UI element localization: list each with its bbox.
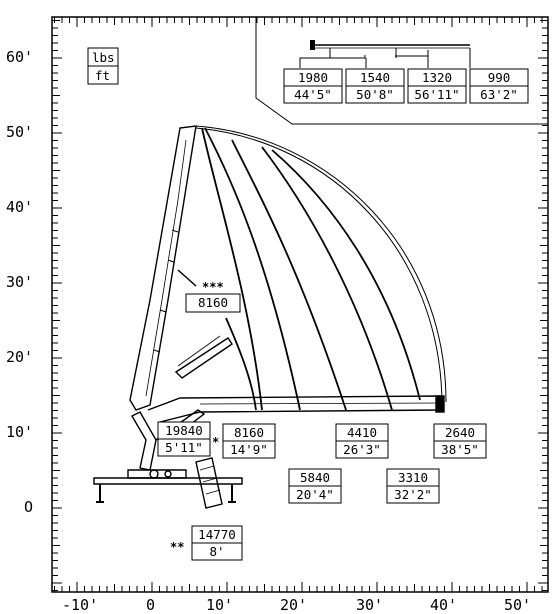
capacity-box-r2-reach: 20'4"	[296, 487, 334, 502]
x-axis-labels: -10' 0 10' 20' 30' 40' 50'	[62, 596, 531, 614]
capacity-box-double-star-load: 14770	[198, 527, 236, 542]
x-tick-minus10: -10'	[62, 596, 98, 614]
curve-2	[204, 127, 301, 411]
extension-panel: 1980 44'5" 1540 50'8" 1320 56'11" 990 63'2"	[255, 17, 548, 125]
y-tick-60: 60'	[6, 48, 33, 66]
capacity-box-r2: 5840 20'4"	[288, 468, 342, 504]
y-axis-labels: 60' 50' 40' 30' 20' 10' O	[6, 48, 33, 516]
capacity-box-r5-load: 2640	[445, 425, 475, 440]
curve-3	[231, 139, 347, 411]
extension-box-3-reach: 56'11"	[414, 87, 459, 102]
capacity-box-r5-reach: 38'5"	[441, 442, 479, 457]
capacity-box-r4-reach: 32'2"	[394, 487, 432, 502]
capacity-box-r3-reach: 26'3"	[343, 442, 381, 457]
load-curves	[177, 125, 447, 411]
capacity-marker-triple-star: ***	[202, 280, 224, 294]
capacity-box-r3: 4410 26'3"	[335, 423, 389, 459]
capacity-box-r3-load: 4410	[347, 425, 377, 440]
extension-box-1-reach: 44'5"	[294, 87, 332, 102]
capacity-box-r4-load: 3310	[398, 470, 428, 485]
extension-box-4-load: 990	[488, 70, 511, 85]
jib-icon	[299, 40, 471, 68]
x-tick-0: 0	[146, 596, 155, 614]
x-tick-50: 50'	[504, 596, 531, 614]
capacity-box-r1-reach: 14'9"	[230, 442, 268, 457]
extension-box-1: 1980 44'5"	[283, 68, 343, 104]
triple-star-pointer	[177, 269, 197, 287]
units-legend: lbs ft	[87, 47, 119, 85]
capacity-box-r5: 2640 38'5"	[433, 423, 487, 459]
extension-box-1-load: 1980	[298, 70, 328, 85]
x-tick-20: 20'	[280, 596, 307, 614]
capacity-box-r4: 3310 32'2"	[386, 468, 440, 504]
curve-4	[261, 146, 393, 411]
unit-length: ft	[95, 68, 110, 83]
curve-outer-2	[195, 125, 447, 403]
y-tick-50: 50'	[6, 123, 33, 141]
capacity-box-base: 19840 5'11"	[157, 421, 211, 457]
curve-1	[201, 127, 263, 411]
capacity-marker-base: *	[212, 435, 219, 449]
curve-outer	[195, 127, 443, 403]
extension-box-3-load: 1320	[422, 70, 452, 85]
x-tick-30: 30'	[356, 596, 383, 614]
capacity-box-r2-load: 5840	[300, 470, 330, 485]
capacity-box-double-star-reach: 8'	[209, 544, 224, 559]
x-tick-10: 10'	[206, 596, 233, 614]
unit-load: lbs	[92, 50, 115, 65]
capacity-box-double-star: 14770 8'	[191, 525, 243, 561]
ruler-ticks	[52, 17, 548, 592]
y-tick-20: 20'	[6, 348, 33, 366]
chart-frame	[51, 16, 549, 593]
y-tick-30: 30'	[6, 273, 33, 291]
capacity-box-r1-load: 8160	[234, 425, 264, 440]
extension-box-4: 990 63'2"	[469, 68, 529, 104]
capacity-marker-double-star: **	[170, 540, 184, 554]
crane-drawing	[93, 125, 445, 509]
capacity-box-triple-star-load: 8160	[198, 295, 228, 310]
curve-5	[271, 149, 421, 401]
triple-star-curve	[225, 317, 257, 411]
capacity-box-base-reach: 5'11"	[165, 440, 203, 455]
extension-box-2-reach: 50'8"	[356, 87, 394, 102]
capacity-box-r1: 8160 14'9"	[222, 423, 276, 459]
capacity-box-triple-star: 8160	[185, 293, 241, 313]
y-tick-0: O	[24, 498, 33, 516]
x-tick-40: 40'	[430, 596, 457, 614]
extension-box-2-load: 1540	[360, 70, 390, 85]
extension-box-3: 1320 56'11"	[407, 68, 467, 104]
extension-box-2: 1540 50'8"	[345, 68, 405, 104]
extension-box-4-reach: 63'2"	[480, 87, 518, 102]
y-tick-40: 40'	[6, 198, 33, 216]
y-tick-10: 10'	[6, 423, 33, 441]
capacity-box-base-load: 19840	[165, 423, 203, 438]
